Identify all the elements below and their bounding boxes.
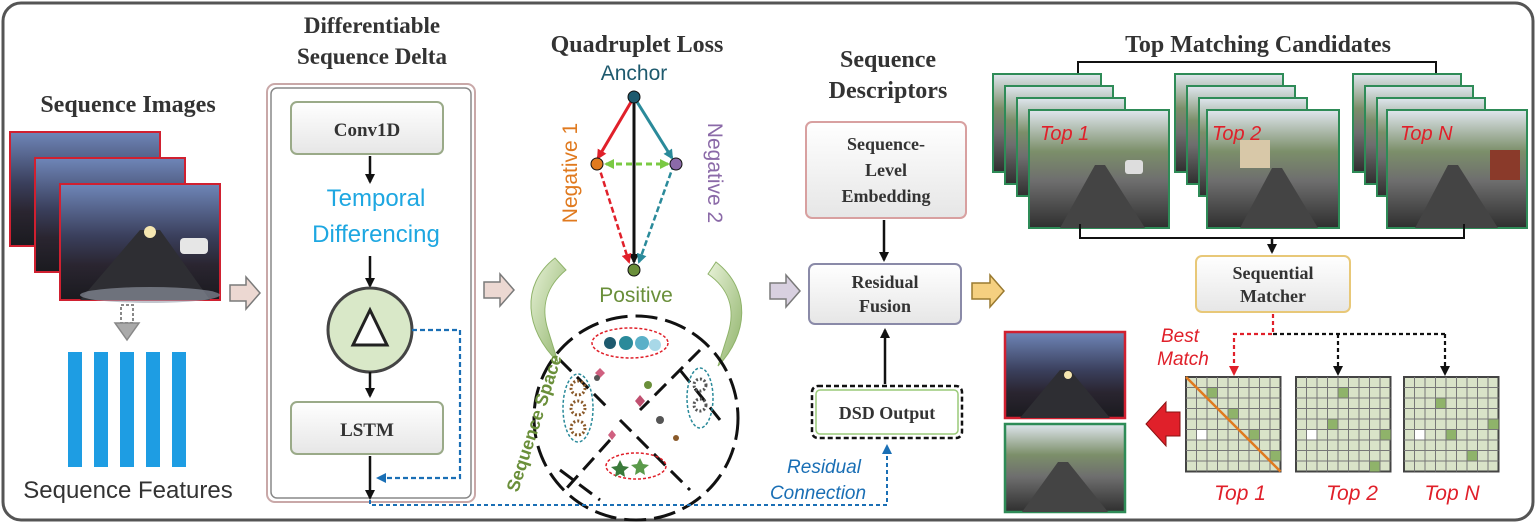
anchor-label: Anchor <box>601 62 668 85</box>
flow-arrow-1 <box>229 275 261 311</box>
embedding-label-line1: Sequence- <box>847 134 925 154</box>
quadruplet-loss-title: Quadruplet Loss <box>551 32 724 58</box>
similarity-matrices <box>1185 376 1500 473</box>
sequence-space <box>532 314 740 522</box>
sequence-features-label: Sequence Features <box>23 477 232 504</box>
dsd-title-line1: Differentiable <box>304 13 440 38</box>
sequence-image-stack <box>9 131 221 303</box>
candidate-1-label: Top 1 <box>1040 123 1089 145</box>
fusion-label-line1: Residual <box>851 272 918 292</box>
best-match-line2: Match <box>1157 349 1209 370</box>
result-arrow <box>1145 400 1181 448</box>
flow-arrow-2 <box>483 272 515 308</box>
best-match-result-image <box>1003 422 1127 514</box>
similarity-matrix-n <box>1403 376 1500 473</box>
candidate-stack-n <box>1352 73 1528 229</box>
anchor-negative1-edge <box>596 96 636 160</box>
flow-arrow-3 <box>769 273 801 309</box>
similarity-matrix-2 <box>1295 376 1392 473</box>
conv1d-box <box>290 101 444 155</box>
embedding-box <box>805 121 967 219</box>
dsd-output-label: DSD Output <box>839 403 936 423</box>
images-to-features-arrow <box>113 304 141 342</box>
conv1d-label: Conv1D <box>334 120 401 141</box>
embedding-label-line3: Embedding <box>841 186 930 206</box>
temporal-label-line1: Temporal <box>327 185 426 212</box>
similarity-matrix-1 <box>1185 376 1282 473</box>
anchor-node <box>627 90 641 104</box>
sequential-matcher-box <box>1195 255 1351 313</box>
delta-icon <box>350 306 390 347</box>
temporal-label-line2: Differencing <box>312 221 440 248</box>
flow-arrow-4 <box>971 273 1005 309</box>
negative2-node <box>669 157 683 171</box>
negative2-positive-edge <box>636 163 676 264</box>
residual-label-line2: Connection <box>770 483 866 504</box>
residual-label-line1: Residual <box>787 457 862 478</box>
negative1-label: Negative 1 <box>559 123 582 223</box>
descriptors-title-line1: Sequence <box>840 47 936 73</box>
residual-connection-line <box>369 444 892 506</box>
dsd-output-inner <box>815 389 959 435</box>
left-swoosh <box>530 257 567 363</box>
matrix-2-label: Top 2 <box>1326 482 1378 505</box>
negative2-label: Negative 2 <box>703 123 726 223</box>
best-match-query-image <box>1003 330 1127 420</box>
feature-bars <box>68 352 186 467</box>
candidate-2-label: Top 2 <box>1212 123 1261 145</box>
embedding-label-line2: Level <box>865 160 907 180</box>
top-bracket <box>1077 61 1437 78</box>
positive-node <box>627 263 641 277</box>
candidate-stack-2 <box>1174 73 1340 229</box>
lstm-box <box>290 401 444 455</box>
dsd-title-line2: Sequence Delta <box>297 44 448 69</box>
candidate-n-label: Top N <box>1400 123 1453 145</box>
sequence-images-title: Sequence Images <box>40 92 215 118</box>
dsd-output-box <box>810 384 964 440</box>
best-branch-arrow <box>1229 314 1275 376</box>
matcher-label-line1: Sequential <box>1232 263 1313 283</box>
fusion-label-line2: Fusion <box>859 296 911 316</box>
right-swoosh <box>707 261 743 367</box>
negative1-positive-edge <box>596 163 632 264</box>
negative1-node <box>590 157 604 171</box>
positive-label: Positive <box>599 284 673 307</box>
descriptors-title-line2: Descriptors <box>829 78 948 104</box>
fusion-box <box>808 263 962 325</box>
lstm-feedback-loop <box>376 328 462 483</box>
lstm-label: LSTM <box>340 420 394 441</box>
matrix-1-label: Top 1 <box>1214 482 1266 505</box>
top-matching-title: Top Matching Candidates <box>1125 32 1391 58</box>
best-match-line1: Best <box>1161 326 1200 347</box>
anchor-negative2-edge <box>632 96 674 160</box>
matrix-n-label: Top N <box>1424 482 1480 505</box>
candidate-stack-1 <box>992 73 1170 229</box>
matcher-label-line2: Matcher <box>1240 286 1306 306</box>
